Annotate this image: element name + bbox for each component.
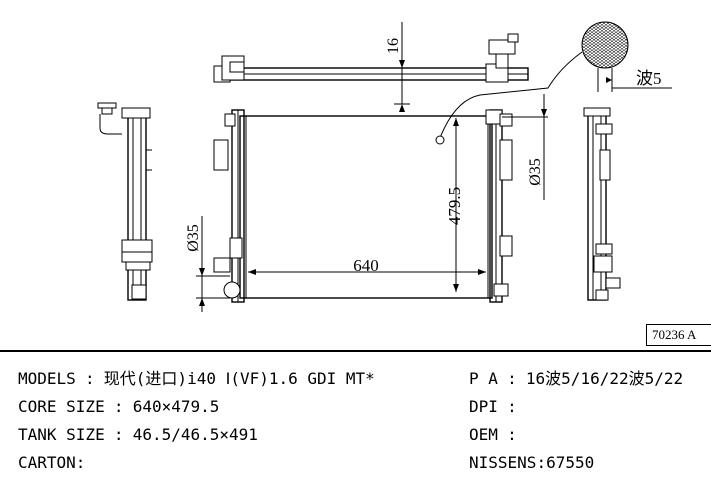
dim-pipe-left: Ø35 (185, 216, 230, 312)
spec-value: 640×479.5 (132, 397, 220, 416)
spec-label: OEM (469, 425, 498, 444)
dim-width: 640 (248, 256, 486, 275)
front-view (213, 109, 513, 303)
spec-value: 16波5/16/22波5/22 (525, 369, 684, 388)
wave-label: 波5 (636, 69, 662, 88)
spec-tank-size: TANK SIZE:46.5/46.5×491 (18, 425, 258, 444)
spec-dpi: DPI: (469, 397, 517, 416)
dim-height-label: 479.5 (445, 187, 464, 225)
divider (0, 350, 711, 352)
spec-oem: OEM: (469, 425, 517, 444)
left-side-view (97, 102, 153, 301)
spec-label: NISSENS (469, 453, 537, 472)
part-code: 70236 A (646, 324, 711, 346)
spec-carton: CARTON: (18, 453, 86, 472)
spec-value: 67550 (546, 453, 595, 472)
spec-label: TANK SIZE (18, 425, 105, 444)
spec-nissens: NISSENS:67550 (469, 453, 595, 472)
dim-top-gap: 16 (385, 22, 410, 112)
radiator-technical-drawing: 16 波5 (97, 21, 672, 312)
spec-label: DPI (469, 397, 498, 416)
dim-width-label: 640 (353, 256, 379, 275)
dim-pipe-right: Ø35 (502, 94, 548, 200)
spec-label: MODELS (18, 369, 76, 388)
spec-label: CARTON (18, 453, 76, 472)
dim-pipe-right-label: Ø35 (527, 158, 544, 186)
top-view (213, 33, 529, 83)
spec-models: MODELS:现代(进口)i40 Ⅰ(VF)1.6 GDI MT* (18, 369, 375, 388)
spec-value: 46.5/46.5×491 (132, 425, 258, 444)
dim-pipe-left-label: Ø35 (185, 224, 202, 252)
dim-height: 479.5 (445, 118, 464, 292)
spec-core-size: CORE SIZE:640×479.5 (18, 397, 220, 416)
spec-value: 现代(进口)i40 Ⅰ(VF)1.6 GDI MT* (103, 369, 375, 388)
spec-label: P A (469, 369, 498, 388)
right-side-view (583, 107, 621, 301)
spec-pa: P A:16波5/16/22波5/22 (469, 369, 684, 388)
fin-detail: 波5 (435, 21, 672, 145)
spec-table: MODELS:现代(进口)i40 Ⅰ(VF)1.6 GDI MT* CORE S… (0, 366, 711, 478)
dim-top-gap-label: 16 (385, 38, 402, 54)
spec-label: CORE SIZE (18, 397, 105, 416)
